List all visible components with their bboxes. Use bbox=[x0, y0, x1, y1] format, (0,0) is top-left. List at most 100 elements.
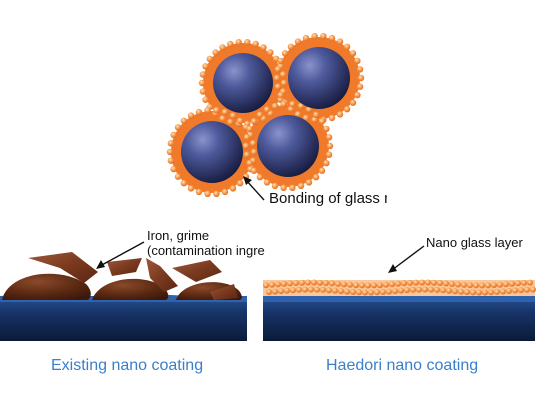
nano-layer-bead bbox=[461, 281, 467, 288]
glass-bead bbox=[356, 83, 364, 90]
haedori-substrate bbox=[263, 296, 535, 341]
glass-bead bbox=[167, 157, 175, 164]
nano-layer-bead bbox=[356, 289, 362, 296]
nano-layer-bead bbox=[338, 288, 344, 295]
glass-bead bbox=[297, 102, 305, 110]
particle-cluster bbox=[166, 33, 365, 197]
nano-layer-bead bbox=[383, 281, 389, 288]
glass-bead bbox=[195, 108, 203, 116]
nano-layer-bead bbox=[497, 281, 503, 288]
glass-bead bbox=[227, 118, 234, 126]
nano-layer-bead bbox=[278, 288, 284, 295]
glass-bead bbox=[274, 66, 282, 73]
glass-bead bbox=[246, 159, 253, 167]
orange-bead-ring bbox=[166, 33, 365, 197]
nano-layer-bead bbox=[407, 279, 413, 286]
bonding-label: Bonding of glass m bbox=[269, 190, 387, 207]
nano-layer-bead bbox=[509, 280, 515, 287]
nano-layer-bead bbox=[362, 289, 368, 296]
glass-bead bbox=[302, 34, 310, 42]
nano-layer-bead bbox=[347, 281, 353, 288]
glass-bead bbox=[198, 79, 206, 87]
glass-bead bbox=[326, 142, 334, 150]
glass-bead bbox=[312, 111, 320, 119]
nano-layer-bead bbox=[293, 280, 299, 286]
glass-bead bbox=[243, 134, 251, 141]
glass-bead bbox=[277, 57, 284, 65]
nano-layer-bead bbox=[365, 282, 371, 289]
nano-layer-bead bbox=[494, 288, 500, 295]
existing-coating-caption: Existing nano coating bbox=[51, 357, 204, 374]
glass-sphere-bottom-right bbox=[257, 115, 319, 177]
bonding-arrow bbox=[243, 176, 265, 201]
nano-layer-bead bbox=[332, 287, 338, 294]
glass-bead bbox=[297, 182, 305, 190]
nano-layer-bead bbox=[476, 289, 482, 296]
glass-bead bbox=[206, 55, 213, 63]
glass-bead bbox=[202, 63, 209, 70]
nano-layer-bead bbox=[455, 281, 461, 288]
glass-bead bbox=[318, 118, 326, 125]
glass-bead bbox=[354, 91, 361, 99]
nano-layer-bead bbox=[410, 286, 416, 293]
nano-layer-bead bbox=[371, 282, 377, 289]
glass-bead bbox=[356, 66, 364, 73]
nano-layer-bead bbox=[350, 289, 356, 295]
nano-layer-bead bbox=[491, 282, 497, 289]
glass-bead bbox=[180, 117, 188, 125]
glass-bead bbox=[336, 111, 344, 118]
glass-bead bbox=[328, 114, 336, 122]
glass-bead bbox=[250, 118, 258, 125]
glass-bead bbox=[294, 38, 302, 45]
nano-layer-bead bbox=[335, 280, 341, 287]
nano-layer-bead bbox=[473, 282, 479, 289]
glass-bead bbox=[221, 108, 229, 116]
nano-layer-bead bbox=[299, 279, 305, 286]
glass-bead bbox=[294, 111, 302, 118]
glass-bead bbox=[349, 99, 357, 106]
nano-layer-bead bbox=[431, 279, 437, 286]
nano-layer-bead bbox=[395, 280, 401, 287]
nano-layer-bead bbox=[302, 286, 308, 293]
nano-layer-bead bbox=[416, 286, 422, 293]
nano-layer-bead bbox=[443, 280, 449, 287]
glass-bead bbox=[174, 173, 182, 180]
glass-bead bbox=[204, 190, 211, 197]
nano-layer-bead bbox=[503, 281, 509, 288]
glass-bead bbox=[212, 49, 219, 56]
contamination-flake-2 bbox=[107, 258, 142, 276]
nano-layer-bead bbox=[446, 287, 452, 294]
glass-bead bbox=[242, 142, 250, 150]
nano-layer-bead bbox=[272, 288, 278, 295]
glass-bead bbox=[277, 91, 284, 99]
glass-bead bbox=[243, 151, 251, 158]
glass-bead bbox=[311, 116, 318, 124]
nano-layer-bead bbox=[428, 286, 434, 293]
nano-layer-arrow bbox=[388, 245, 425, 273]
glass-bead bbox=[289, 184, 296, 191]
glass-bead bbox=[250, 148, 258, 156]
glass-bead bbox=[219, 115, 226, 122]
glass-bead bbox=[280, 79, 288, 87]
glass-sphere-top-left bbox=[213, 53, 273, 113]
nano-layer-bead bbox=[530, 286, 536, 293]
glass-bead bbox=[229, 185, 237, 192]
glass-bead bbox=[305, 106, 313, 113]
nano-layer-bead bbox=[488, 289, 494, 296]
nano-layer-bead bbox=[422, 286, 428, 293]
nano-layer-bead bbox=[359, 282, 365, 289]
nano-layer-bead bbox=[398, 287, 404, 294]
glass-bead bbox=[336, 38, 344, 45]
glass-bead bbox=[279, 71, 287, 78]
haedori-substrate-top bbox=[263, 294, 535, 302]
glass-bead bbox=[221, 188, 229, 196]
glass-bead bbox=[328, 34, 336, 42]
glass-bead bbox=[249, 140, 257, 147]
haedori-coating-caption: Haedori nano coating bbox=[326, 357, 479, 374]
nano-layer-bead bbox=[287, 280, 293, 287]
nano-layer-bead bbox=[308, 286, 314, 293]
nano-layer-bead bbox=[401, 280, 407, 287]
haedori-coating-illustration bbox=[263, 245, 536, 341]
nano-layer-bead bbox=[314, 286, 320, 293]
